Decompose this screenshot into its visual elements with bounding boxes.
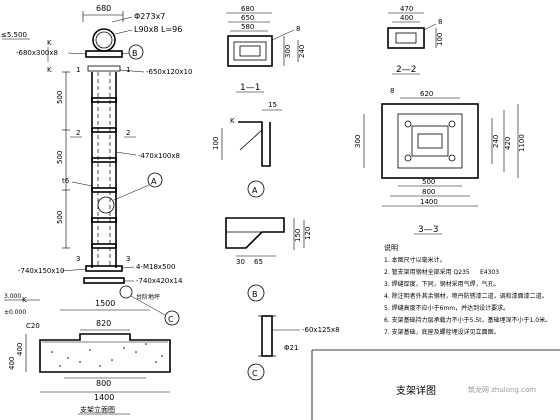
notes-block: 说明 1. 本图尺寸以毫米计。 2. 管支架用钢材全部采用 Q235 E4303… bbox=[384, 243, 551, 336]
note-6: 6. 支架基础持力层承载力不小于5.5t，基础埋深不小于1.0米。 bbox=[384, 316, 551, 324]
detail-a-label-circle bbox=[247, 180, 265, 198]
detail-c: -60x125x8 Φ21 C bbox=[247, 315, 340, 381]
level-1: 3.000 bbox=[4, 293, 21, 300]
c20-label: C20 bbox=[26, 322, 40, 330]
detail-b-dim-150: 150 bbox=[294, 229, 302, 242]
dim-500-3: 500 bbox=[56, 211, 64, 224]
detail-b-label: B bbox=[252, 290, 258, 299]
s33-dim-620: 620 bbox=[420, 90, 433, 98]
s22-dim-100: 100 bbox=[436, 33, 444, 46]
s11-dim-650: 650 bbox=[241, 14, 254, 22]
s33-dim-420: 420 bbox=[504, 137, 512, 150]
svg-text:K: K bbox=[47, 66, 52, 74]
s33-title: 3—3 bbox=[418, 225, 438, 235]
marker-a-text: A bbox=[151, 177, 157, 186]
svg-text:2: 2 bbox=[76, 129, 80, 137]
watermark: 筑龙网 zhulong.com bbox=[468, 385, 536, 394]
s11-dim-680: 680 bbox=[241, 5, 254, 13]
detail-a-k: K bbox=[230, 117, 235, 125]
marker-b-circle bbox=[128, 44, 144, 60]
ground-label: 台阶地坪 bbox=[136, 293, 160, 301]
detail-a-label: A bbox=[252, 186, 258, 195]
s11-dim-300: 300 bbox=[284, 45, 292, 58]
marker-c-circle bbox=[164, 310, 180, 326]
detail-a-dim-100: 100 bbox=[212, 137, 220, 150]
detail-c-plate: -60x125x8 bbox=[302, 326, 340, 334]
s22-title: 2—2 bbox=[396, 65, 416, 75]
detail-b-dim-65: 65 bbox=[254, 258, 263, 266]
elevation-view: 680 Φ273x7 L90x8 L=96 ≤5.500 -680x300x8 … bbox=[1, 4, 192, 415]
note-7: 7. 支架基础，底座及螺栓埋设详见立面图。 bbox=[384, 328, 500, 336]
low-plate-label: -740x150x10 bbox=[18, 267, 64, 275]
svg-text:K: K bbox=[22, 296, 27, 304]
base-plate-label: -740x420x14 bbox=[136, 277, 183, 285]
dim-400-a: 400 bbox=[16, 343, 24, 356]
svg-text:3: 3 bbox=[76, 255, 80, 263]
note-3: 3. 焊缝厚度，下同，钢材采用气焊，气孔。 bbox=[384, 280, 500, 288]
detail-b-dim-30: 30 bbox=[236, 258, 245, 266]
s11-mark-8: 8 bbox=[296, 25, 300, 33]
note-1: 1. 本图尺寸以毫米计。 bbox=[384, 256, 446, 264]
section-1-1: 680 650 580 8 300 240 1—1 bbox=[226, 5, 306, 93]
note-5: 5. 焊缝高度不应小于6mm，并达到设计要求。 bbox=[384, 304, 509, 312]
elevation-title: 支架立面图 bbox=[80, 405, 115, 414]
note-4: 4. 除注明者外其余钢材，喷丹防锈漆二道，调和漆面漆二道。 bbox=[384, 292, 548, 300]
marker-a-circle bbox=[147, 172, 163, 188]
bolts-label: 4-M18x500 bbox=[136, 263, 175, 271]
svg-text:1: 1 bbox=[126, 66, 130, 74]
detail-a: 15 K 100 A bbox=[212, 101, 282, 198]
marker-b-text: B bbox=[132, 49, 138, 58]
detail-b-dim-120: 120 bbox=[304, 227, 312, 240]
mid-plate-label: -650x120x10 bbox=[146, 68, 192, 76]
dim-1400: 1400 bbox=[94, 393, 114, 402]
dim-820: 820 bbox=[96, 319, 111, 328]
s11-dim-580: 580 bbox=[241, 23, 254, 31]
svg-text:1: 1 bbox=[76, 66, 80, 74]
title-block: 支架详图 筑龙网 zhulong.com bbox=[311, 349, 560, 420]
drawing-title: 支架详图 bbox=[396, 384, 436, 397]
s33-dim-300: 300 bbox=[354, 135, 362, 148]
s33-dim-1400: 1400 bbox=[420, 198, 438, 206]
dim-1500: 1500 bbox=[95, 299, 115, 308]
angle-spec-label: L90x8 L=96 bbox=[134, 25, 182, 34]
section-3-3: 8 620 300 240 420 1100 500 800 1400 3—3 bbox=[354, 87, 526, 235]
notes-heading: 说明 bbox=[384, 243, 398, 252]
detail-c-label-circle bbox=[247, 363, 265, 381]
marker-c-text: C bbox=[168, 315, 174, 324]
top-level-label: ≤5.500 bbox=[1, 31, 27, 39]
note-2: 2. 管支架用钢材全部采用 Q235 bbox=[384, 268, 470, 276]
detail-b: 150 120 30 65 B bbox=[225, 217, 312, 302]
pipe-spec-label: Φ273x7 bbox=[134, 12, 165, 21]
s33-dim-800: 800 bbox=[422, 188, 435, 196]
dim-400-b: 400 bbox=[8, 357, 16, 370]
k-mark: K bbox=[47, 39, 52, 47]
ground-level: ±0.000 bbox=[4, 309, 26, 316]
detail-b-label-circle bbox=[247, 284, 265, 302]
detail-c-pipe: Φ21 bbox=[284, 344, 298, 352]
s22-dim-400: 400 bbox=[400, 14, 413, 22]
s11-dim-240: 240 bbox=[298, 45, 306, 58]
svg-text:3: 3 bbox=[126, 255, 130, 263]
section-2-2: 470 400 8 100 2—2 bbox=[387, 5, 444, 75]
s33-dim-500: 500 bbox=[422, 178, 435, 186]
s22-dim-470: 470 bbox=[400, 5, 413, 13]
s33-dim-240: 240 bbox=[492, 135, 500, 148]
s11-title: 1—1 bbox=[240, 83, 260, 93]
svg-text:2: 2 bbox=[126, 129, 130, 137]
detail-c-label: C bbox=[252, 369, 258, 378]
s22-mark-8: 8 bbox=[438, 18, 442, 26]
dim-500-2: 500 bbox=[56, 151, 64, 164]
batten-label: -470x100x8 bbox=[138, 152, 180, 160]
top-width-dim: 680 bbox=[96, 4, 111, 13]
detail-a-dim-15: 15 bbox=[268, 101, 277, 109]
top-plate-label: -680x300x8 bbox=[16, 49, 58, 57]
dim-500-1: 500 bbox=[56, 91, 64, 104]
s33-dim-1100: 1100 bbox=[518, 134, 526, 152]
s33-mark-8: 8 bbox=[390, 87, 394, 95]
dim-800: 800 bbox=[96, 379, 111, 388]
concrete-hatch bbox=[51, 343, 163, 367]
note-electrode: E4303 bbox=[480, 269, 499, 276]
